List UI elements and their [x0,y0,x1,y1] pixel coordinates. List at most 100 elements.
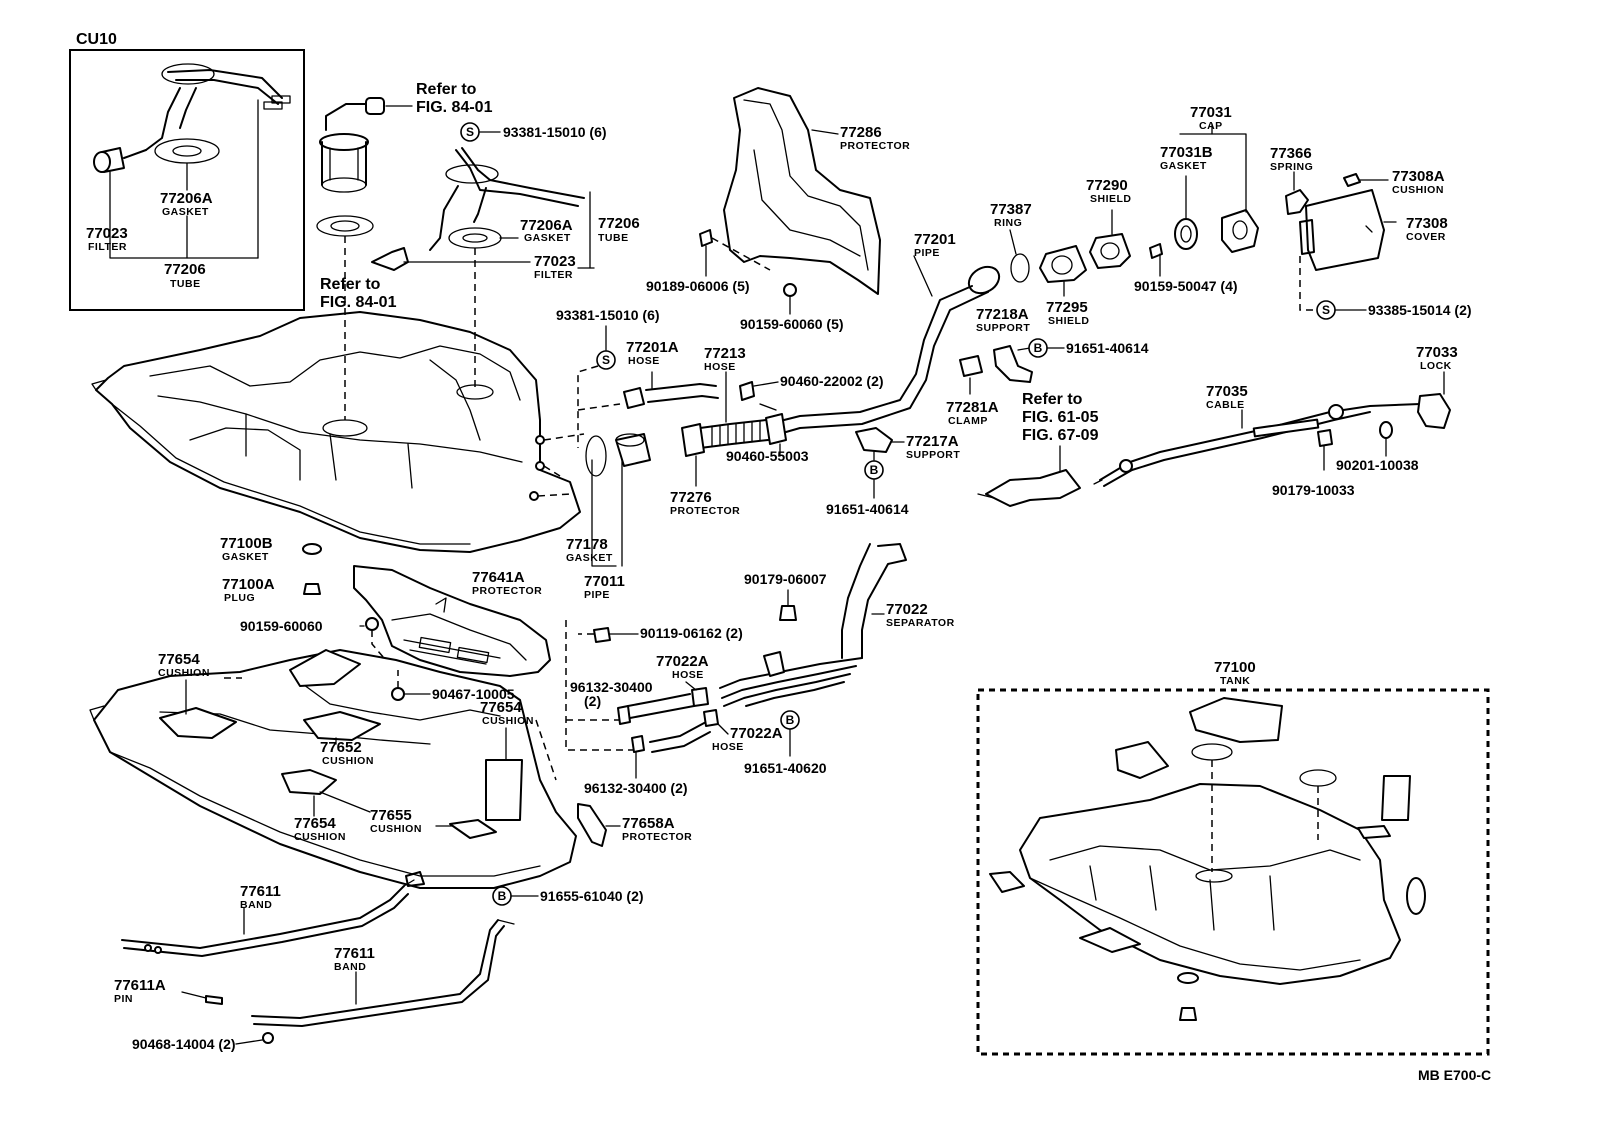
part-name: SEPARATOR [886,617,955,629]
plug-90467-drawing [391,687,405,701]
hose-77213-drawing [681,371,787,457]
bolt-90119-drawing [578,627,639,643]
cu10-inset: CU10 77206A GASKET 77023 FILTER 772 [69,31,305,311]
part-number: 77206 [598,215,640,232]
part-number: 93381-15010 (6) [556,307,660,323]
fuel-tank-upper-drawing [91,311,585,553]
part-number: 77308A [1392,168,1445,185]
reference-note: FIG. 61-05 [1022,409,1099,426]
part-number: 77206A [520,217,573,234]
part-number: 77654 [294,815,336,832]
part-number: 77290 [1086,177,1128,194]
b-marker-letter: B [870,463,879,477]
part-number: 77100B [220,535,273,552]
filler-pipe-drawing [759,255,1001,433]
part-name: CUSHION [1392,184,1444,196]
fuel-door-drawing [1285,171,1397,311]
part-name: PROTECTOR [670,505,740,517]
fuel-cap-drawing [1174,123,1259,253]
part-name: HOSE [672,669,704,681]
part-number: 90468-14004 (2) [132,1036,236,1052]
part-number: 90460-55003 [726,448,809,464]
b-marker-letter: B [786,713,795,727]
part-name: BAND [334,961,366,973]
part-number: 77022A [730,725,783,742]
part-name: FILTER [534,269,573,281]
part-name: BAND [240,899,272,911]
part-number: 77654 [158,651,200,668]
part-number: 90467-10005 [432,686,515,702]
part-number: 77100 [1214,659,1256,676]
part-number: 90460-22002 (2) [780,373,884,389]
part-name: CUSHION [322,755,374,767]
part-name: SUPPORT [976,322,1030,334]
cu10-filter-drawing [93,147,259,259]
reference-note: FIG. 67-09 [1022,427,1099,444]
part-name: TUBE [170,278,201,290]
part-name: GASKET [162,206,209,218]
cu10-inset-label: CU10 [76,31,117,48]
fuel-pump-drawing [319,97,413,193]
part-name: (2) [584,693,601,709]
part-name: CAP [1199,120,1223,132]
protector-77286-drawing [723,87,881,295]
s-marker [596,350,616,370]
hose-77022a-drawing [617,681,729,753]
reference-note: Refer to [416,81,477,98]
part-name: RING [994,217,1022,229]
part-name: COVER [1406,231,1446,243]
protector-77276-drawing [615,433,697,487]
bolt-90159-drawing [783,283,797,315]
s-marker-letter: S [602,353,610,367]
part-number: 90159-50047 (4) [1134,278,1238,294]
part-number: 91651-40614 [826,501,909,517]
part-number: 77011 [584,573,625,590]
ring-77387-drawing [1009,229,1030,283]
part-number: 77206 [164,261,206,278]
part-number: 77286 [840,124,882,141]
reference-note: Refer to [320,276,381,293]
part-name: PROTECTOR [622,831,692,843]
part-name: SPRING [1270,161,1313,173]
part-number: 77201A [626,339,679,356]
part-name: GASKET [222,551,269,563]
part-number: 77031B [1160,144,1213,161]
b-marker-letter: B [498,889,507,903]
shield-77295-drawing [1039,245,1087,297]
part-number: 77023 [86,225,128,242]
part-number: 77022 [886,601,928,618]
part-name: CABLE [1206,399,1245,411]
part-number: 77295 [1046,299,1088,316]
lock-cable-drawing: Refer to FIG. 61-05 FIG. 67-09 [977,371,1451,507]
part-number: 77654 [480,699,522,716]
part-number: 90201-10038 [1336,457,1419,473]
protector-77658a-drawing [577,803,621,847]
part-name: PROTECTOR [840,140,910,152]
part-name: GASKET [524,232,571,244]
part-number: 96132-30400 [570,679,653,695]
clamp-90460-drawing [739,381,781,457]
part-number: 77655 [370,807,412,824]
part-number: 77611 [334,945,375,962]
part-number: 77201 [914,231,956,248]
hose-77201a-drawing [623,371,719,409]
part-number: 77387 [990,201,1032,218]
diagram-code: MB E700-C [1418,1067,1491,1083]
part-number: 77281A [946,399,999,416]
plug-77100a-drawing [303,583,321,595]
screw-90159-drawing [1149,243,1163,277]
part-name: CUSHION [294,831,346,843]
part-name: PIPE [914,247,940,259]
part-number: 90119-06162 (2) [640,625,743,641]
part-name: CUSHION [370,823,422,835]
part-number: 77652 [320,739,362,756]
part-number: 77658A [622,815,675,832]
part-number: 77276 [670,489,712,506]
part-number: 90189-06006 (5) [646,278,750,294]
part-number: 77217A [906,433,959,450]
part-name: PLUG [224,592,255,604]
part-name: PIN [114,993,133,1005]
reference-note: Refer to [1022,391,1083,408]
part-number: 77033 [1416,344,1458,361]
part-number: 77023 [534,253,576,270]
